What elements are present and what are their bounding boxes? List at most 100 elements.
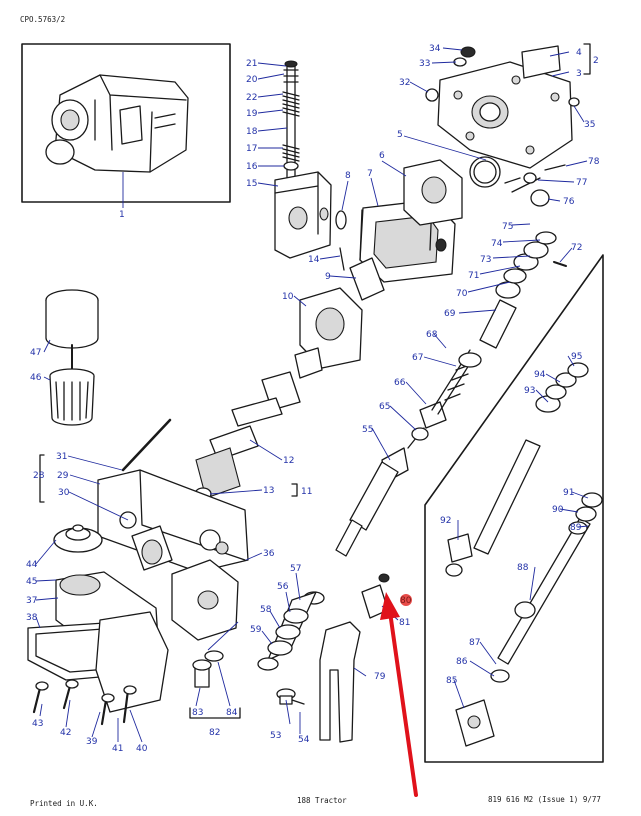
callout-58: 58 bbox=[260, 605, 272, 615]
header-ref: CPO.5763/2 bbox=[20, 15, 65, 24]
callout-95: 95 bbox=[571, 352, 582, 362]
callout-19: 19 bbox=[246, 109, 258, 119]
callout-9: 9 bbox=[325, 272, 331, 282]
callout-45: 45 bbox=[26, 577, 37, 587]
filter-46-47 bbox=[45, 289, 99, 426]
callout-84: 84 bbox=[226, 708, 238, 718]
callout-2: 2 bbox=[593, 56, 599, 66]
callout-88: 88 bbox=[517, 563, 529, 573]
valve-inset-parts bbox=[445, 362, 603, 747]
callout-44: 44 bbox=[26, 560, 38, 570]
callout-90: 90 bbox=[552, 505, 564, 515]
callout-54: 54 bbox=[298, 735, 310, 745]
callout-91: 91 bbox=[563, 488, 574, 498]
callout-21: 21 bbox=[246, 59, 257, 69]
callout-79: 79 bbox=[374, 672, 386, 682]
callout-5: 5 bbox=[397, 130, 403, 140]
callout-30: 30 bbox=[58, 488, 70, 498]
callout-39: 39 bbox=[86, 737, 98, 747]
valve-stem-assembly bbox=[274, 60, 332, 259]
callout-67: 67 bbox=[412, 353, 423, 363]
callout-46: 46 bbox=[30, 373, 42, 383]
sleeve-9 bbox=[349, 257, 385, 301]
callout-3: 3 bbox=[576, 69, 582, 79]
plate-39 bbox=[95, 611, 169, 713]
callout-47: 47 bbox=[30, 348, 41, 358]
callout-12: 12 bbox=[283, 456, 294, 466]
callout-68: 68 bbox=[426, 330, 438, 340]
callout-6: 6 bbox=[379, 151, 385, 161]
callout-36: 36 bbox=[263, 549, 275, 559]
callout-labels: 1 2 3 4 5 6 7 8 9 10 11 12 13 14 15 16 1… bbox=[26, 44, 600, 754]
spool-components-65-76 bbox=[411, 231, 567, 441]
callout-28: 28 bbox=[33, 471, 45, 481]
callout-59: 59 bbox=[250, 625, 262, 635]
bolts-40-43 bbox=[32, 679, 137, 726]
callout-57: 57 bbox=[290, 564, 301, 574]
callout-16: 16 bbox=[246, 162, 258, 172]
callout-83: 83 bbox=[192, 708, 203, 718]
plug-83 bbox=[192, 650, 224, 688]
callout-76: 76 bbox=[563, 197, 575, 207]
callout-18: 18 bbox=[246, 127, 258, 137]
callout-33: 33 bbox=[419, 59, 430, 69]
callout-93: 93 bbox=[524, 386, 535, 396]
callout-80: 80 bbox=[400, 596, 412, 606]
shaft-12 bbox=[194, 347, 323, 501]
callout-82: 82 bbox=[209, 728, 220, 738]
callout-77: 77 bbox=[576, 178, 587, 188]
callout-37: 37 bbox=[26, 596, 37, 606]
callout-22: 22 bbox=[246, 93, 257, 103]
callout-4: 4 bbox=[576, 48, 582, 58]
callout-55: 55 bbox=[362, 425, 373, 435]
callout-87: 87 bbox=[469, 638, 480, 648]
cover-plate bbox=[437, 45, 573, 169]
screw-53-54 bbox=[276, 688, 305, 705]
callout-65: 65 bbox=[379, 402, 390, 412]
callout-8: 8 bbox=[345, 171, 351, 181]
callout-13: 13 bbox=[263, 486, 274, 496]
footer-part-ref: 819 616 M2 (Issue 1) 9/77 bbox=[488, 795, 601, 804]
callout-43: 43 bbox=[32, 719, 43, 729]
callout-31: 31 bbox=[56, 452, 67, 462]
gear-10 bbox=[299, 287, 363, 369]
seal-8 bbox=[335, 210, 347, 230]
callout-40: 40 bbox=[136, 744, 148, 754]
block-6 bbox=[403, 159, 463, 226]
callout-69: 69 bbox=[444, 309, 456, 319]
callout-86: 86 bbox=[456, 657, 468, 667]
callout-41: 41 bbox=[112, 744, 123, 754]
callout-34: 34 bbox=[429, 44, 441, 54]
callout-89: 89 bbox=[570, 523, 582, 533]
bush-30 bbox=[131, 525, 173, 571]
callout-15: 15 bbox=[246, 179, 257, 189]
callout-78: 78 bbox=[588, 157, 600, 167]
footer-model: 188 Tractor bbox=[297, 796, 347, 805]
callout-71: 71 bbox=[468, 271, 479, 281]
pump-body bbox=[171, 559, 239, 641]
valve-56-59 bbox=[257, 591, 325, 671]
cap-44 bbox=[53, 524, 103, 553]
callout-38: 38 bbox=[26, 613, 38, 623]
leader-lines bbox=[35, 47, 589, 743]
callout-20: 20 bbox=[246, 75, 258, 85]
callout-42: 42 bbox=[60, 728, 71, 738]
callout-10: 10 bbox=[282, 292, 294, 302]
assembly-inset bbox=[21, 43, 231, 208]
callout-73: 73 bbox=[480, 255, 491, 265]
callout-7: 7 bbox=[367, 169, 373, 179]
callout-92: 92 bbox=[440, 516, 451, 526]
callout-74: 74 bbox=[491, 239, 503, 249]
callout-81: 81 bbox=[399, 618, 410, 628]
callout-35: 35 bbox=[584, 120, 595, 130]
callout-70: 70 bbox=[456, 289, 468, 299]
callout-66: 66 bbox=[394, 378, 406, 388]
callout-14: 14 bbox=[308, 255, 320, 265]
callout-1: 1 bbox=[119, 210, 125, 220]
callout-17: 17 bbox=[246, 144, 257, 154]
callout-75: 75 bbox=[502, 222, 513, 232]
callout-80-highlight bbox=[400, 594, 412, 606]
spool-55 bbox=[335, 427, 425, 557]
callout-72: 72 bbox=[571, 243, 582, 253]
